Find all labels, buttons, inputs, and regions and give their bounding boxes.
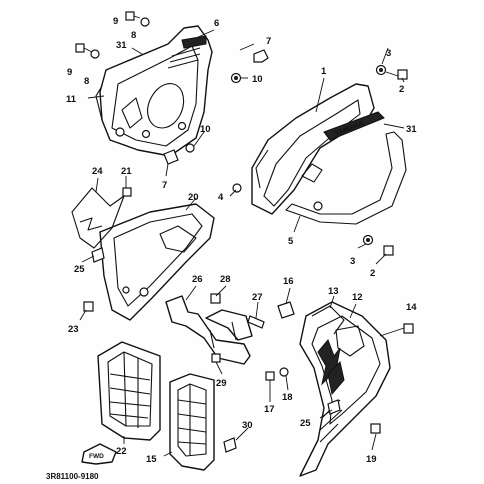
callout-labels: 9 8 6 31 9 8 11 7 10 10 7 3 2 1 31 4 5 3… (66, 16, 417, 465)
bolt-14[interactable] (379, 323, 414, 337)
callout-8-top: 8 (131, 30, 136, 41)
callout-9-left: 9 (67, 67, 72, 78)
grommet-7-top[interactable] (253, 49, 269, 63)
callout-31-right: 31 (406, 124, 417, 135)
clip-25-left[interactable] (91, 247, 105, 263)
callout-30: 30 (242, 420, 253, 431)
forward-arrow-label: FWD (89, 453, 104, 460)
bolt-23[interactable] (83, 301, 94, 312)
bolt-29[interactable] (211, 353, 221, 363)
callout-25-left: 25 (74, 264, 85, 275)
side-cover-left-rib (95, 85, 103, 121)
callout-18: 18 (282, 392, 293, 403)
washer-18[interactable] (279, 367, 289, 377)
callout-11: 11 (66, 94, 77, 105)
washer-3-top[interactable] (375, 64, 387, 76)
callout-20: 20 (188, 192, 199, 203)
callout-19: 19 (366, 454, 377, 465)
bolt-2-top[interactable] (385, 69, 408, 80)
diagram-code: 3R81100-9180 (46, 472, 99, 481)
callout-15: 15 (146, 454, 157, 465)
callout-3-top: 3 (386, 48, 391, 59)
callout-31-left: 31 (116, 40, 127, 51)
callout-6: 6 (214, 18, 219, 29)
side-cover-right[interactable]: YAMAHA (251, 83, 385, 215)
bolt-9[interactable] (125, 11, 141, 21)
side-cover-left[interactable] (99, 25, 213, 157)
callout-9-top: 9 (113, 16, 118, 27)
callout-21: 21 (121, 166, 132, 177)
nut-28[interactable] (210, 293, 221, 304)
callout-3-bottom: 3 (350, 256, 355, 267)
callout-1: 1 (321, 66, 327, 77)
clip-16[interactable] (277, 301, 295, 319)
graphic-right-13[interactable] (311, 305, 345, 335)
radiator-guard-right[interactable] (169, 373, 215, 471)
callout-2-top: 2 (399, 84, 404, 95)
washer-8-lower[interactable] (90, 49, 100, 59)
callout-29: 29 (216, 378, 227, 389)
callout-17: 17 (264, 404, 275, 415)
bolt-2-bottom[interactable] (383, 245, 394, 256)
callout-23: 23 (68, 324, 79, 335)
radiator-cover-right[interactable] (299, 301, 391, 477)
callout-7-bottom: 7 (162, 180, 167, 191)
callout-2-bottom: 2 (370, 268, 375, 279)
bolt-21[interactable] (122, 187, 132, 197)
leader-lines (79, 29, 405, 457)
callout-8-left: 8 (84, 76, 89, 87)
callout-24: 24 (92, 166, 103, 177)
graphic-left-24[interactable] (71, 187, 125, 249)
callout-13: 13 (328, 286, 339, 297)
callout-14: 14 (406, 302, 417, 313)
radiator-guard-left[interactable] (97, 341, 161, 441)
callout-5: 5 (288, 236, 294, 247)
washer-4[interactable] (232, 183, 242, 193)
callout-4: 4 (218, 192, 224, 203)
callout-26: 26 (192, 274, 203, 285)
callout-10-top: 10 (252, 74, 263, 85)
bolt-27[interactable] (247, 315, 265, 329)
washer-10-top[interactable] (230, 72, 242, 84)
callout-7-top: 7 (266, 36, 271, 47)
callout-22: 22 (116, 446, 127, 457)
callout-12: 12 (352, 292, 363, 303)
washer-3-bottom[interactable] (362, 234, 374, 246)
clip-30[interactable] (223, 437, 237, 453)
grommet-7-bottom[interactable] (163, 149, 179, 165)
bolt-9-lower[interactable] (75, 43, 93, 53)
callout-25-right: 25 (300, 418, 311, 429)
radiator-cover-left[interactable] (99, 203, 215, 321)
bolt-19[interactable] (370, 423, 381, 434)
bracket-26[interactable] (165, 295, 253, 365)
forward-arrow-icon: FWD (81, 443, 117, 465)
bolt-17[interactable] (265, 371, 275, 381)
washer-8-top[interactable] (140, 17, 150, 27)
callout-27: 27 (252, 292, 263, 303)
callout-10-bottom: 10 (200, 124, 211, 135)
callout-28: 28 (220, 274, 231, 285)
callout-16: 16 (283, 276, 294, 287)
trim-strip-5[interactable] (285, 131, 407, 225)
washer-10-bottom[interactable] (185, 143, 195, 153)
